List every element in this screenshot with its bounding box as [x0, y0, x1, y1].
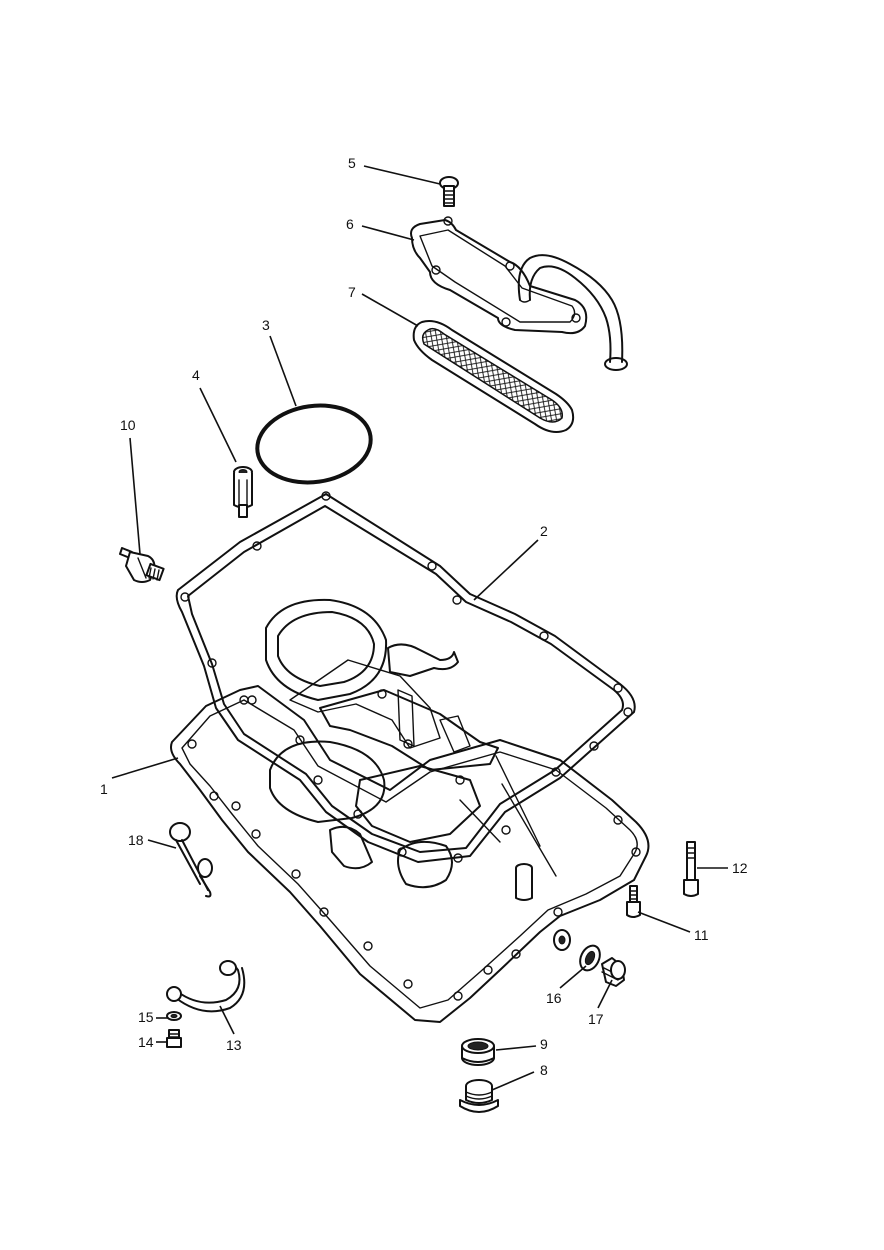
callout-18: 18 [128, 832, 144, 848]
leader-11 [637, 911, 691, 933]
clip-part-18 [169, 822, 213, 898]
leader-6 [361, 225, 415, 241]
leader-5 [363, 165, 441, 185]
washer-part-15 [166, 1011, 182, 1021]
leader-lines [111, 165, 728, 1091]
callout-5: 5 [348, 155, 356, 171]
leader-17 [597, 979, 613, 1009]
leader-1 [111, 757, 179, 779]
short-bolt-part-11 [626, 885, 641, 918]
callout-11: 11 [694, 927, 709, 943]
gasket-part-2 [175, 491, 636, 863]
callout-4: 4 [192, 367, 200, 383]
callout-15: 15 [138, 1009, 154, 1025]
strainer-part-7 [412, 320, 575, 433]
spacer-part-4 [233, 466, 253, 518]
callout-1: 1 [100, 781, 108, 797]
leader-4 [199, 387, 237, 463]
callout-labels: 1 2 3 4 5 6 7 8 9 10 11 12 13 14 15 16 1… [100, 155, 748, 1078]
banjo-bolt-part-14 [166, 1029, 182, 1048]
o-ring-part-3 [255, 403, 373, 485]
leader-9 [495, 1045, 537, 1051]
callout-14: 14 [138, 1034, 154, 1050]
oil-pickup-tube-part-6 [410, 216, 628, 371]
callout-17: 17 [588, 1011, 604, 1027]
leader-10 [129, 437, 141, 555]
callout-10: 10 [120, 417, 136, 433]
leader-18 [147, 839, 177, 849]
long-bolt-part-12 [683, 841, 699, 897]
washer-part-16 [579, 944, 601, 972]
sump-flange-holes [187, 695, 641, 1001]
leader-8 [491, 1071, 535, 1091]
callout-6: 6 [346, 216, 354, 232]
oil-pipe-part-13 [166, 960, 246, 1013]
callout-2: 2 [540, 523, 548, 539]
callout-13: 13 [226, 1037, 242, 1053]
drain-plug-part-17 [601, 957, 626, 987]
callout-7: 7 [348, 284, 356, 300]
leader-7 [361, 293, 419, 327]
callout-3: 3 [262, 317, 270, 333]
callout-12: 12 [732, 860, 748, 876]
leader-2 [473, 539, 539, 601]
callout-16: 16 [546, 990, 562, 1006]
leader-13 [219, 1005, 235, 1035]
leader-16 [559, 965, 587, 989]
sump-pan-part-1 [170, 659, 650, 1023]
seal-ring-part-9 [461, 1038, 495, 1066]
leader-3 [269, 335, 297, 407]
gasket-bolt-holes [180, 491, 633, 863]
bolt-part-5 [439, 176, 459, 207]
callout-8: 8 [540, 1062, 548, 1078]
callout-9: 9 [540, 1036, 548, 1052]
plug-part-8 [459, 1079, 499, 1113]
sensor-part-10 [119, 547, 165, 583]
